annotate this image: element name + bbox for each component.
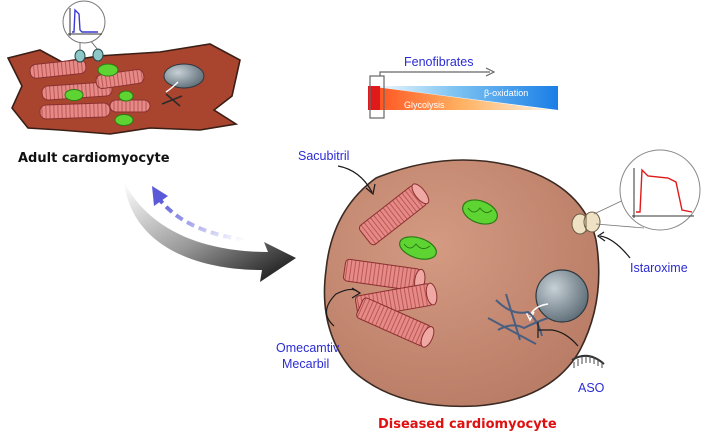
nucleus-icon bbox=[163, 63, 205, 89]
sacubitril-label: Sacubitril bbox=[298, 149, 349, 163]
dedifferentiation-arrow bbox=[124, 182, 296, 282]
adult-cardiomyocyte bbox=[6, 0, 241, 135]
metabolism-shift: Fenofibrates Glycolysis β-oxidation bbox=[368, 55, 558, 119]
ion-channel-icon bbox=[74, 48, 104, 63]
omecamtiv-label: Omecamtiv bbox=[276, 341, 340, 355]
pointer-lines bbox=[325, 165, 631, 347]
dna-icon bbox=[487, 293, 549, 345]
arrow-icon bbox=[165, 81, 179, 93]
redifferentiation-arrow bbox=[152, 186, 245, 242]
ion-channel-icon bbox=[571, 211, 601, 235]
fenofibrates-label: Fenofibrates bbox=[404, 55, 473, 69]
action-potential-icon bbox=[593, 149, 701, 231]
fenofibrates-arrow bbox=[379, 71, 490, 76]
istaroxime-label: Istaroxime bbox=[630, 261, 688, 275]
aso-comb-icon bbox=[571, 354, 605, 368]
dna-icon bbox=[161, 93, 183, 107]
mecarbil-label: Mecarbil bbox=[282, 357, 329, 371]
mitochondria-icon bbox=[399, 199, 498, 260]
aso-label: ASO bbox=[578, 381, 605, 395]
mitochondria-icon bbox=[64, 63, 134, 126]
fenofibrates-target-box bbox=[369, 75, 385, 119]
adult-cardiomyocyte-label: Adult cardiomyocyte bbox=[18, 151, 170, 166]
beta-oxidation-wedge bbox=[368, 86, 558, 110]
nucleus-icon bbox=[535, 269, 589, 323]
diseased-cardiomyocyte bbox=[323, 149, 701, 408]
action-potential-icon bbox=[62, 0, 106, 51]
beta-oxidation-label: β-oxidation bbox=[484, 88, 528, 98]
glycolysis-label: Glycolysis bbox=[404, 100, 445, 110]
diseased-cardiomyocyte-label: Diseased cardiomyocyte bbox=[378, 417, 557, 432]
diseased-myofibrils bbox=[342, 183, 438, 348]
adult-myofibrils bbox=[29, 59, 151, 120]
glycolysis-wedge bbox=[368, 86, 552, 110]
